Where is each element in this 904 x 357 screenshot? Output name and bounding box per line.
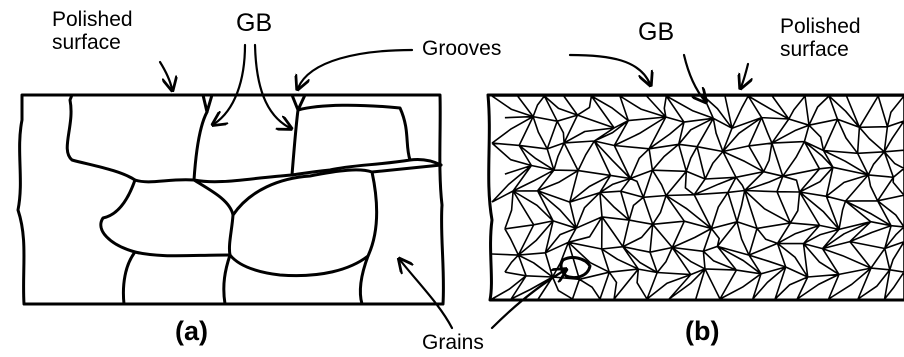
gb-label-a: GB <box>236 9 272 37</box>
panel-a-grain-boundary <box>372 165 441 172</box>
gb-label-b: GB <box>638 18 674 46</box>
arrow-polished-surface-a <box>160 62 172 89</box>
panel-a-grain-boundary <box>224 255 230 304</box>
polished-surface-b-label-line2: surface <box>780 38 849 61</box>
panel-a-grain-boundary <box>360 256 368 304</box>
panel-b-fine-grains <box>488 95 904 300</box>
grooves-label: Grooves <box>422 37 501 60</box>
panel-b-grain-boundaries <box>492 96 904 299</box>
panel-b-grain-network <box>492 96 904 299</box>
panel-a-grain-boundary <box>292 105 410 175</box>
arrow-groove-a <box>298 50 412 88</box>
arrow-gb-a-left <box>214 45 245 124</box>
panel-a-label: (a) <box>175 316 208 346</box>
polished-surface-a-label-line2: surface <box>52 31 121 54</box>
panel-a-grain-boundary <box>194 110 298 182</box>
panel-a-grain-boundary <box>230 170 377 276</box>
grains-label: Grains <box>422 331 484 354</box>
panel-a-grain-boundary <box>123 252 135 304</box>
panel-a-coarse-grains <box>18 95 443 304</box>
arrow-gb-a-right <box>255 45 290 128</box>
panel-a-outline <box>18 95 443 304</box>
arrow-groove-b <box>570 55 650 84</box>
panel-b-label: (b) <box>685 316 719 346</box>
panel-a-grain-boundary <box>67 95 194 182</box>
panel-a-grain-boundary <box>194 180 233 255</box>
polished-surface-a-label-line1: Polished <box>52 8 133 31</box>
polished-surface-b-label-line1: Polished <box>780 15 861 38</box>
panel-a-groove <box>203 95 212 112</box>
arrow-polished-surface-b <box>741 64 748 87</box>
